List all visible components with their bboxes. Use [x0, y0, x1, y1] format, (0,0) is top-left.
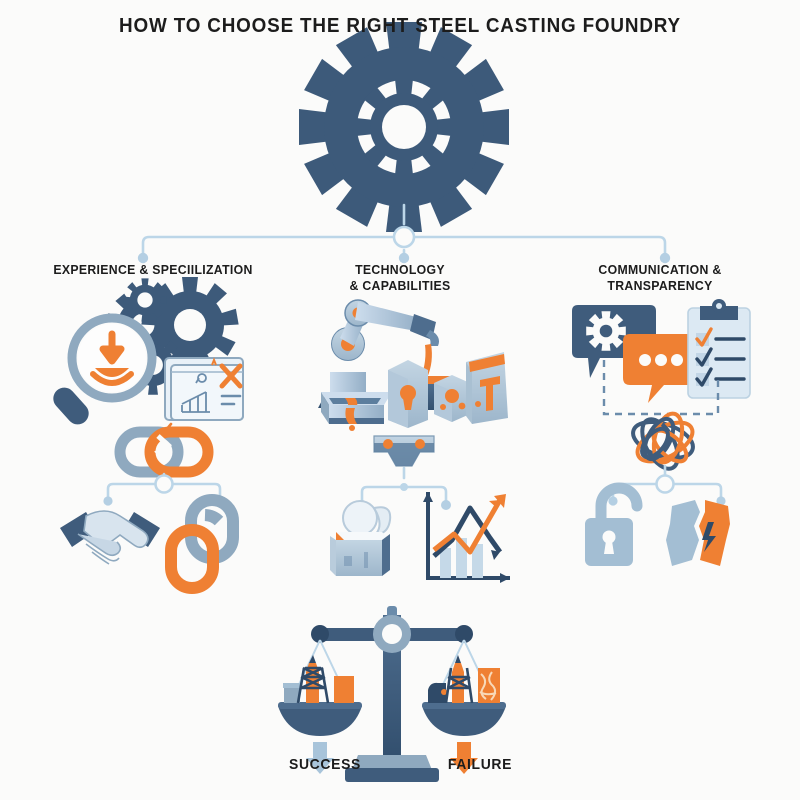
handshake-icon	[60, 510, 160, 565]
speech-bubble-gear-icon	[572, 305, 656, 378]
speech-bubble-dots-icon	[623, 334, 699, 403]
connector-endpoint-dots	[137, 252, 671, 264]
industrial-plant-icon	[283, 655, 354, 704]
casting-molds-icon	[321, 352, 508, 431]
failure-arrow-down-icon	[450, 742, 478, 774]
page-title: HOW TO CHOOSE THE RIGHT STEEL CASTING FO…	[119, 14, 681, 37]
scale-pan-failure	[422, 639, 506, 774]
column-experience-artwork	[53, 277, 244, 594]
connector-hub-node	[392, 225, 416, 249]
furnace-ladle-icon	[330, 500, 392, 576]
open-padlock-icon	[585, 482, 643, 566]
success-arrow-down-icon	[306, 742, 334, 774]
column-technology-artwork	[318, 299, 510, 583]
tangled-knot-icon	[631, 411, 695, 471]
damaged-plant-icon	[428, 655, 500, 704]
column-title-experience: EXPERIENCE & SPECIILIZATION	[53, 262, 253, 277]
broken-chain-icon	[114, 422, 214, 482]
cracked-shield-icon	[666, 500, 730, 566]
blueprint-document-x-icon	[164, 357, 244, 421]
dashed-connector-communication	[602, 360, 720, 416]
scale-pan-success	[278, 639, 362, 774]
hero-gear-icon	[299, 22, 509, 232]
column-title-communication: COMMUNICATION & TRANSPARENCY	[598, 262, 722, 293]
metal-clamp-icon	[373, 435, 435, 467]
magnifier-molten-metal-icon	[53, 313, 157, 425]
outcome-label-success: SUCCESS	[288, 756, 361, 773]
column-communication-artwork	[572, 299, 751, 566]
column-title-technology: TECHNOLOGY & CAPABILITIES	[349, 262, 451, 293]
balance-scale-icon	[278, 606, 506, 782]
chain-link-icon	[165, 493, 239, 594]
outcome-label-failure: FAILURE	[447, 756, 513, 773]
clipboard-checklist-icon	[687, 299, 751, 399]
growth-decline-chart-icon	[423, 492, 510, 583]
